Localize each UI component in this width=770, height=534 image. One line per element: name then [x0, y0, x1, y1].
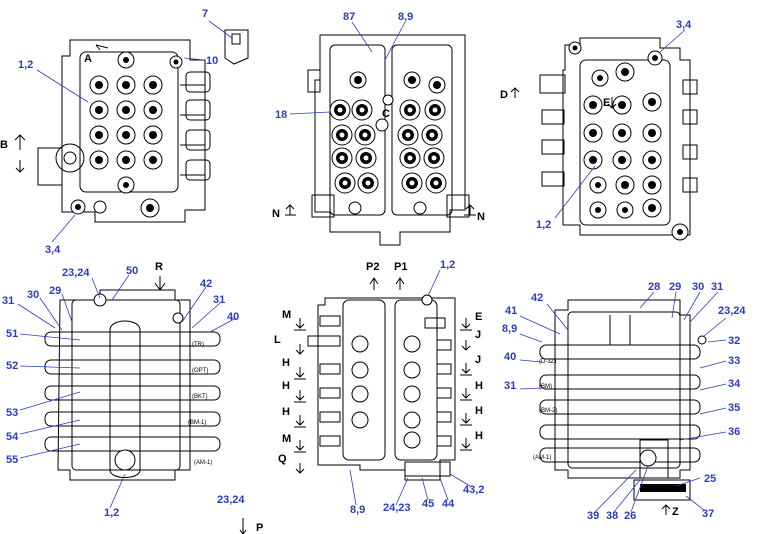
callout-v5-24-23: 24,23 [383, 502, 411, 514]
view-bottom-middle [294, 269, 472, 506]
callout-v4-51: 51 [6, 328, 18, 340]
view-bottom-left [17, 274, 237, 509]
spool-tag-bm1: (BM-1) [188, 420, 206, 426]
callout-v6-34: 34 [728, 378, 741, 390]
callout-v2-18: 18 [275, 109, 287, 121]
spool-tag-d3z: (D-3Z) [539, 359, 556, 365]
callout-v6-26: 26 [624, 510, 636, 522]
callout-v4-31a: 31 [2, 295, 14, 307]
callout-v4-40: 40 [227, 311, 239, 323]
callout-v4-29: 29 [49, 285, 61, 297]
callout-v6-23-24: 23,24 [718, 305, 746, 317]
callout-v6-33: 33 [728, 355, 740, 367]
callout-v5-45: 45 [422, 498, 434, 510]
callout-v2-87: 87 [343, 11, 355, 23]
view-letter-z: Z [672, 506, 679, 518]
view-letter-n-right: N [477, 211, 485, 223]
callout-v3-1-2: 1,2 [536, 219, 551, 231]
callout-v4-53: 53 [6, 407, 18, 419]
callout-bottom-23-24: 23,24 [217, 494, 245, 506]
callout-v6-41: 41 [505, 305, 517, 317]
callout-v5-43-2: 43,2 [463, 484, 484, 496]
view-letter-labels: A B C N N D E R P2 P1 M L H H H M Q E J … [0, 53, 679, 534]
callout-v1-10: 10 [206, 55, 218, 67]
callout-v6-31b: 31 [504, 380, 516, 392]
view-top-left [14, 20, 249, 243]
view-letter-h5: H [475, 405, 483, 417]
callout-v6-28: 28 [648, 281, 660, 293]
callout-v6-42: 42 [531, 292, 543, 304]
view-top-right [510, 29, 698, 241]
spool-tag-am1-right: (AM-1) [533, 455, 551, 461]
callout-v4-52: 52 [6, 360, 18, 372]
view-letter-h4: H [475, 380, 483, 392]
view-top-middle [285, 21, 476, 246]
view-letter-h6: H [475, 430, 483, 442]
callout-v6-25: 25 [704, 473, 716, 485]
callout-v1-3-4: 3,4 [45, 244, 61, 256]
view-letter-p: P [256, 522, 263, 534]
callout-v1-1-2: 1,2 [18, 59, 33, 71]
spool-tag-bm: (BM) [539, 384, 552, 390]
callout-v3-3-4: 3,4 [676, 19, 692, 31]
view-letter-h1: H [282, 357, 290, 369]
callout-v4-55: 55 [6, 454, 18, 466]
view-letter-b: B [0, 139, 8, 151]
view-letter-j2: J [475, 354, 481, 366]
callout-v6-8-9: 8,9 [502, 323, 517, 335]
callout-v5-8-9: 8,9 [350, 504, 365, 516]
callout-v6-38: 38 [606, 510, 618, 522]
view-letter-c: C [382, 108, 390, 120]
view-letter-j1: J [475, 329, 481, 341]
view-letter-l: L [274, 334, 281, 346]
callout-v4-1-2: 1,2 [104, 507, 119, 519]
callout-v6-37: 37 [702, 508, 714, 520]
view-letter-e-top: E [603, 97, 610, 109]
view-letter-e-mid: E [475, 311, 482, 323]
spool-tag-am1-left: (AM-1) [194, 460, 212, 466]
callout-v4-54: 54 [6, 431, 19, 443]
spool-tag-bkt: (BKT) [192, 394, 208, 400]
view-letter-p1: P1 [394, 261, 407, 273]
callout-v4-23-24: 23,24 [62, 267, 90, 279]
callout-v4-30: 30 [27, 289, 39, 301]
callout-v2-8-9: 8,9 [398, 11, 413, 23]
view-letter-n-left: N [272, 208, 280, 220]
callout-v6-31a: 31 [711, 281, 723, 293]
callout-v6-32: 32 [728, 335, 740, 347]
callout-v4-31b: 31 [213, 294, 225, 306]
callout-labels: 7 1,2 10 3,4 87 8,9 18 3,4 1,2 23,24 50 … [2, 8, 746, 522]
callout-v6-36: 36 [728, 426, 740, 438]
view-letter-h2: H [282, 380, 290, 392]
callout-v4-50: 50 [126, 265, 138, 277]
callout-v1-7: 7 [202, 8, 208, 20]
view-letter-p2: P2 [366, 261, 379, 273]
callout-v6-30: 30 [692, 281, 704, 293]
callout-v6-40: 40 [504, 351, 516, 363]
callout-v6-29: 29 [669, 281, 681, 293]
callout-v6-35: 35 [728, 402, 740, 414]
view-letter-h3: H [282, 406, 290, 418]
view-bottom-right [519, 291, 727, 515]
callout-v4-42: 42 [200, 278, 212, 290]
view-letter-a: A [84, 53, 92, 65]
spool-tag-tr: (TR) [192, 342, 204, 348]
spool-tag-bm2: (BM-2) [539, 408, 557, 414]
view-letter-r: R [155, 261, 163, 273]
view-letter-d: D [500, 89, 508, 101]
spool-tags: (TR) (OPT) (BKT) (BM-1) (AM-1) (D-3Z) (B… [188, 342, 557, 466]
view-p-label-group [239, 518, 247, 534]
callout-v6-39: 39 [587, 510, 599, 522]
callout-v5-44: 44 [442, 498, 455, 510]
spool-tag-opt: (OPT) [192, 368, 208, 374]
view-letter-q: Q [278, 453, 287, 465]
callout-v5-1-2: 1,2 [440, 259, 455, 271]
view-letter-m2: M [282, 433, 291, 445]
view-letter-m1: M [282, 309, 291, 321]
